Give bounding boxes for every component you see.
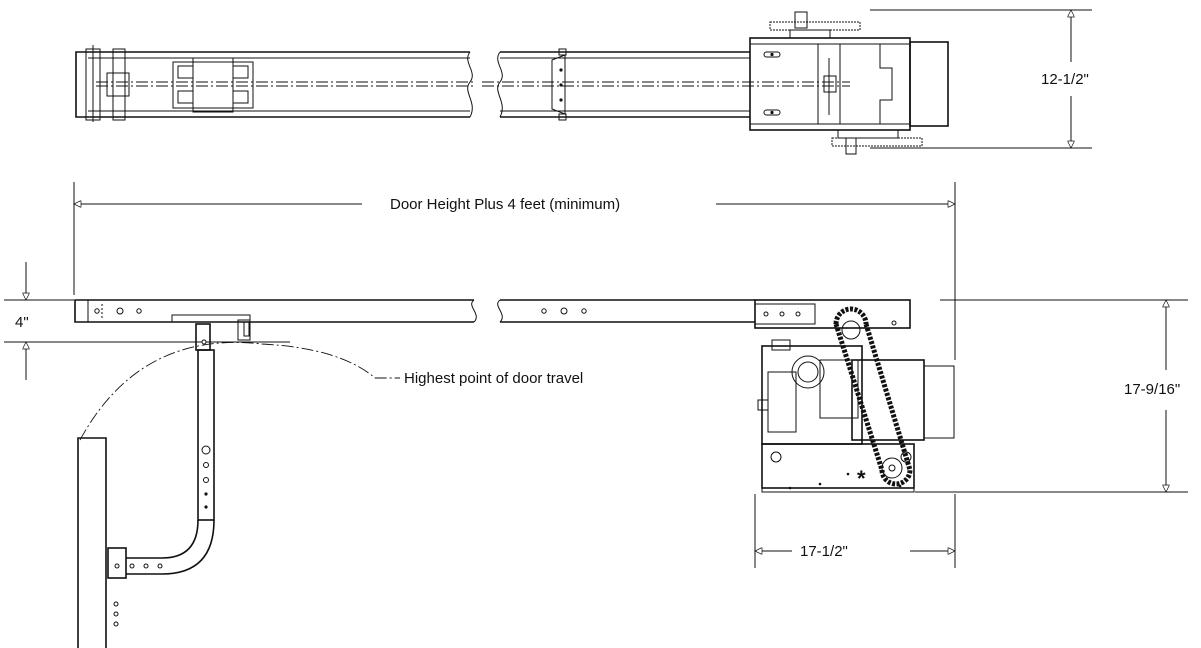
door-arm	[107, 323, 215, 579]
top-view-rail-left	[75, 45, 475, 122]
door-panel	[77, 437, 119, 648]
depth-dimension: 17-1/2"	[755, 494, 955, 568]
rail-length-dimension: Door Height Plus 4 feet (minimum)	[74, 182, 955, 360]
door-travel-arc	[79, 341, 400, 441]
top-view: 12-1/2"	[75, 10, 1092, 155]
clearance-dimension: 4"	[15, 262, 29, 380]
height-dimension: 17-9/16"	[1124, 300, 1180, 492]
travel-label: Highest point of door travel	[404, 370, 583, 387]
rail-length-label: Door Height Plus 4 feet (minimum)	[390, 196, 620, 213]
star-mark: *	[857, 466, 866, 491]
depth-label: 17-1/2"	[800, 543, 848, 560]
side-view-rail-left	[74, 299, 477, 341]
top-view-operator-head	[749, 11, 949, 155]
side-view-operator: *	[754, 299, 955, 493]
width-dimension: 12-1/2"	[870, 10, 1092, 148]
clearance-label: 4"	[15, 314, 29, 331]
side-view-rail-right	[497, 299, 755, 323]
height-label: 17-9/16"	[1124, 381, 1180, 398]
side-view: * 4" 17-9/16" 17-1/2"	[4, 262, 1188, 648]
top-view-rail-right	[482, 48, 850, 121]
width-dimension-label: 12-1/2"	[1041, 71, 1089, 88]
